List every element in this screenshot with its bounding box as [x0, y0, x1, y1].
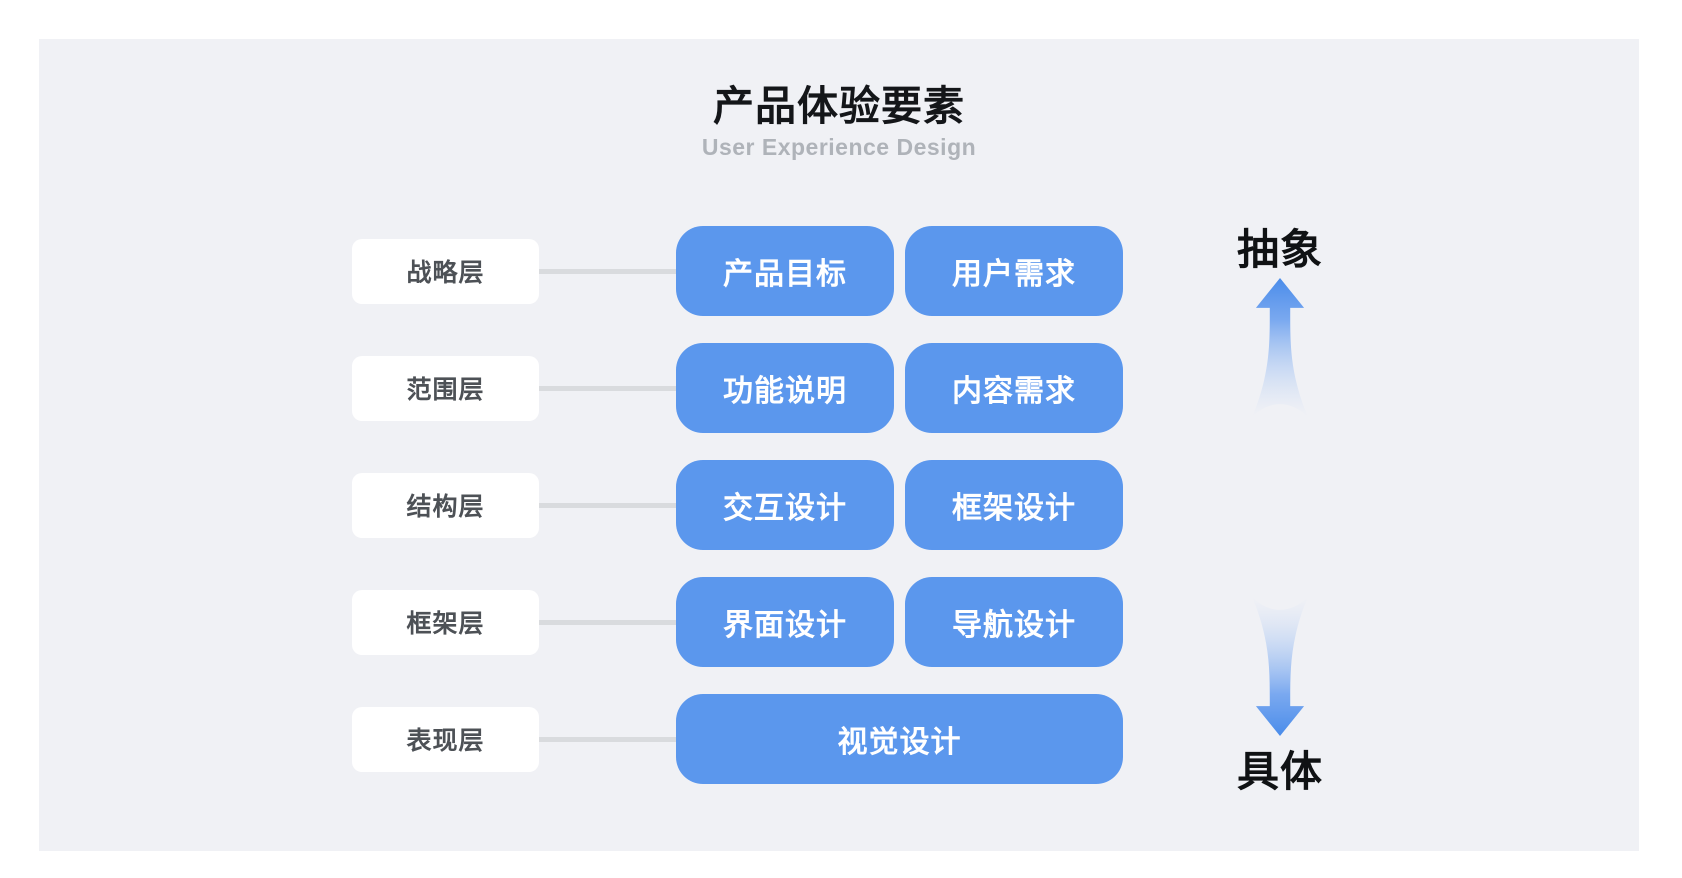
layer-label-text: 表现层 — [406, 727, 485, 755]
arrow-up-icon — [1252, 278, 1308, 417]
layer-label-box: 结构层 — [352, 472, 539, 538]
page-subtitle: User Experience Design — [701, 134, 977, 160]
component-box: 视觉设计 — [676, 694, 1123, 784]
component-box: 交互设计 — [676, 460, 894, 550]
layer-label-text: 框架层 — [406, 610, 485, 638]
layer-label-text: 结构层 — [406, 493, 485, 521]
layer-label-text: 范围层 — [406, 376, 485, 404]
connector-line — [539, 619, 676, 625]
connector-line — [539, 385, 676, 391]
connector-line — [539, 502, 676, 508]
component-box: 用户需求 — [905, 226, 1123, 316]
layer-label-box: 表现层 — [352, 706, 539, 772]
layer-label-box: 框架层 — [352, 589, 539, 655]
component-box: 界面设计 — [676, 577, 894, 667]
layer-row: 战略层 产品目标 用户需求 — [352, 226, 1123, 316]
component-box-text: 导航设计 — [952, 609, 1076, 642]
components-group: 视觉设计 — [676, 694, 1123, 784]
component-box-text: 内容需求 — [952, 375, 1076, 408]
component-box: 产品目标 — [676, 226, 894, 316]
components-group: 功能说明 内容需求 — [676, 343, 1123, 433]
component-box-text: 用户需求 — [952, 258, 1076, 291]
component-box-text: 功能说明 — [723, 375, 847, 408]
component-box: 内容需求 — [905, 343, 1123, 433]
component-box-text: 产品目标 — [723, 258, 847, 291]
connector-line — [539, 736, 676, 742]
component-box: 功能说明 — [676, 343, 894, 433]
components-group: 产品目标 用户需求 — [676, 226, 1123, 316]
layer-label-box: 战略层 — [352, 238, 539, 304]
layer-label-text: 战略层 — [406, 259, 485, 287]
component-box-text: 视觉设计 — [837, 726, 962, 759]
layer-label-box: 范围层 — [352, 355, 539, 421]
component-box: 导航设计 — [905, 577, 1123, 667]
axis-label-concrete: 具体 — [1236, 748, 1323, 795]
connector-line — [539, 268, 676, 274]
components-group: 交互设计 框架设计 — [676, 460, 1123, 550]
arrow-down-icon — [1252, 597, 1308, 736]
layer-row: 结构层 交互设计 框架设计 — [352, 460, 1123, 550]
layer-row: 范围层 功能说明 内容需求 — [352, 343, 1123, 433]
layer-row: 框架层 界面设计 导航设计 — [352, 577, 1123, 667]
component-box: 框架设计 — [905, 460, 1123, 550]
component-box-text: 界面设计 — [723, 609, 847, 642]
layer-row: 表现层 视觉设计 — [352, 694, 1123, 784]
components-group: 界面设计 导航设计 — [676, 577, 1123, 667]
component-box-text: 交互设计 — [723, 492, 847, 525]
component-box-text: 框架设计 — [952, 492, 1076, 525]
axis-label-abstract: 抽象 — [1236, 226, 1323, 273]
page-title: 产品体验要素 — [713, 83, 965, 129]
